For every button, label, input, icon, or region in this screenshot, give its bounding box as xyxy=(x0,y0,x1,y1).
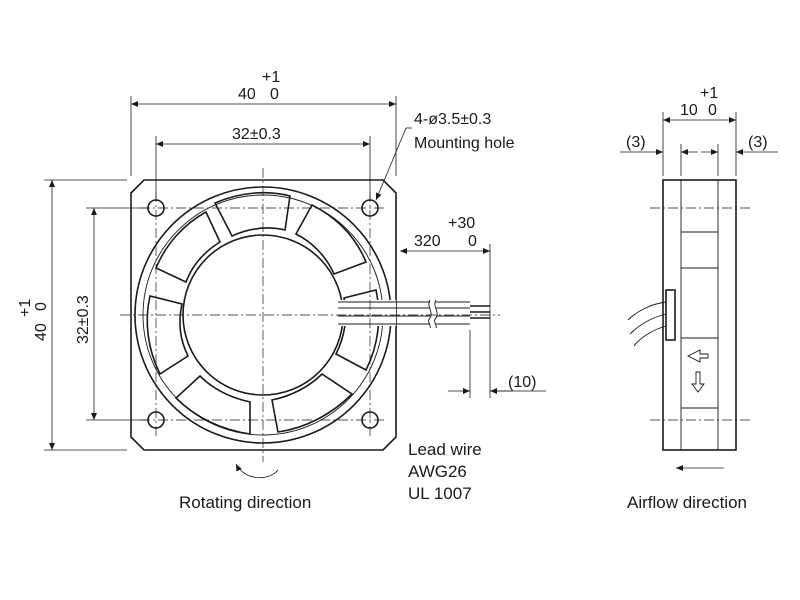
mounting-hole-label: Mounting hole xyxy=(414,135,515,152)
lead-strip-length: (10) xyxy=(508,374,536,391)
airflow-direction-label: Airflow direction xyxy=(627,493,747,512)
fan-frame-outline xyxy=(130,179,397,451)
thickness-tol-plus: +1 xyxy=(700,85,718,102)
dim-height-main: 40 xyxy=(33,323,50,341)
dim-height-tol-minus: 0 xyxy=(33,302,50,311)
dim-height-group: +1 40 0 xyxy=(17,299,50,341)
dim-hole-pitch-vertical: 32±0.3 xyxy=(75,295,92,344)
lead-length-main: 320 xyxy=(414,233,441,250)
lead-length-tol-plus: +30 xyxy=(448,215,475,232)
lead-wire-dimensions: +30 320 0 (10) Lead wire AWG26 UL 1007 xyxy=(395,215,546,503)
lead-wire-bundle xyxy=(336,299,490,329)
mounting-hole-spec: 4-ø3.5±0.3 xyxy=(414,111,491,128)
dim-width-tol-plus: +1 xyxy=(262,69,280,86)
lead-wire-spec-line1: Lead wire xyxy=(408,440,482,459)
side-right-offset: (3) xyxy=(748,134,768,151)
dim-height-tol-plus: +1 xyxy=(17,299,34,317)
lead-length-tol-minus: 0 xyxy=(468,233,477,250)
dim-hole-pitch: 32±0.3 xyxy=(232,126,281,143)
dim-width-main: 40 xyxy=(238,86,256,103)
lead-wire-spec-line3: UL 1007 xyxy=(408,484,472,503)
front-view: +1 40 0 32±0.3 4-ø3.5±0.3 Mounting hole … xyxy=(17,69,515,512)
dim-hole-pitch-vertical-group: 32±0.3 xyxy=(75,295,92,344)
dim-width-tol-minus: 0 xyxy=(270,86,279,103)
thickness-tol-minus: 0 xyxy=(708,102,717,119)
rotating-direction-label: Rotating direction xyxy=(179,493,311,512)
lead-wire-spec-line2: AWG26 xyxy=(408,462,467,481)
thickness-main: 10 xyxy=(680,102,698,119)
side-left-offset: (3) xyxy=(626,134,646,151)
airflow-label-icon xyxy=(686,349,709,393)
side-view: +1 10 0 (3) (3) Airflow direction xyxy=(620,85,778,512)
